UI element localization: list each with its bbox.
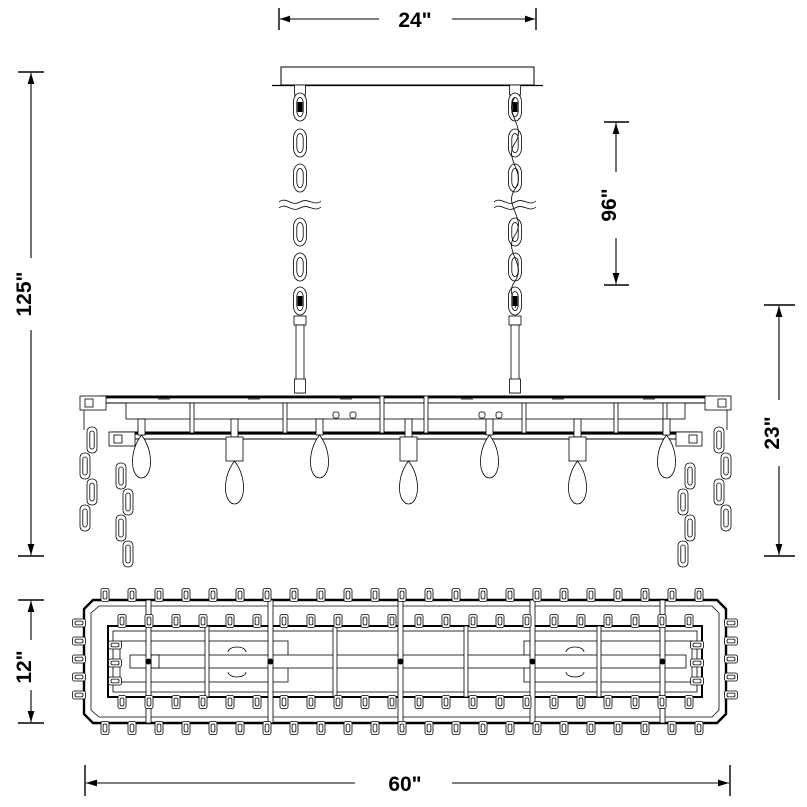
dimension-label-chain-drop: 96" (598, 188, 621, 221)
dimension-canopy-width: 24" (278, 8, 537, 32)
lamp-upper-4 (657, 418, 676, 479)
plan-socket-marks (145, 646, 666, 678)
dimension-label-body-height: 23" (761, 416, 784, 449)
lamp-upper-3 (480, 418, 499, 479)
fixture-body-elevation (79, 395, 732, 568)
dimension-overall-height: 125" (13, 71, 44, 557)
frame-segment-dividers (189, 395, 668, 434)
decorative-strand-inner-left (108, 431, 136, 568)
dimension-label-canopy-width: 24" (398, 9, 431, 32)
lamp-upper-1 (132, 418, 151, 479)
lamp-lower-1 (225, 418, 244, 505)
lamp-lower-3 (568, 418, 587, 505)
power-cord-coil (510, 96, 519, 309)
ceiling-canopy (272, 66, 543, 87)
dimension-body-height: 23" (761, 304, 795, 557)
decorative-strand-inner-right (675, 431, 703, 568)
suspension-chain-left (278, 84, 322, 394)
dimension-label-body-width: 60" (388, 773, 421, 796)
decorative-strand-outer-left (79, 395, 107, 532)
suspension-chain-right (493, 84, 537, 394)
lamp-upper-2 (310, 418, 329, 479)
dimension-body-width: 60" (84, 765, 731, 796)
fixture-plan-view (72, 588, 738, 735)
dimension-label-body-depth: 12" (13, 650, 36, 683)
dimension-body-depth: 12" (13, 599, 44, 724)
plan-tabs-inner-left (108, 640, 122, 686)
dimension-chain-drop: 96" (598, 121, 629, 286)
plan-tabs-inner-right (690, 640, 704, 686)
lamp-lower-2 (399, 418, 418, 505)
dimension-label-overall-height: 125" (13, 272, 36, 317)
frame-hardware-bosses (332, 411, 503, 419)
decorative-strand-outer-right (704, 395, 732, 532)
